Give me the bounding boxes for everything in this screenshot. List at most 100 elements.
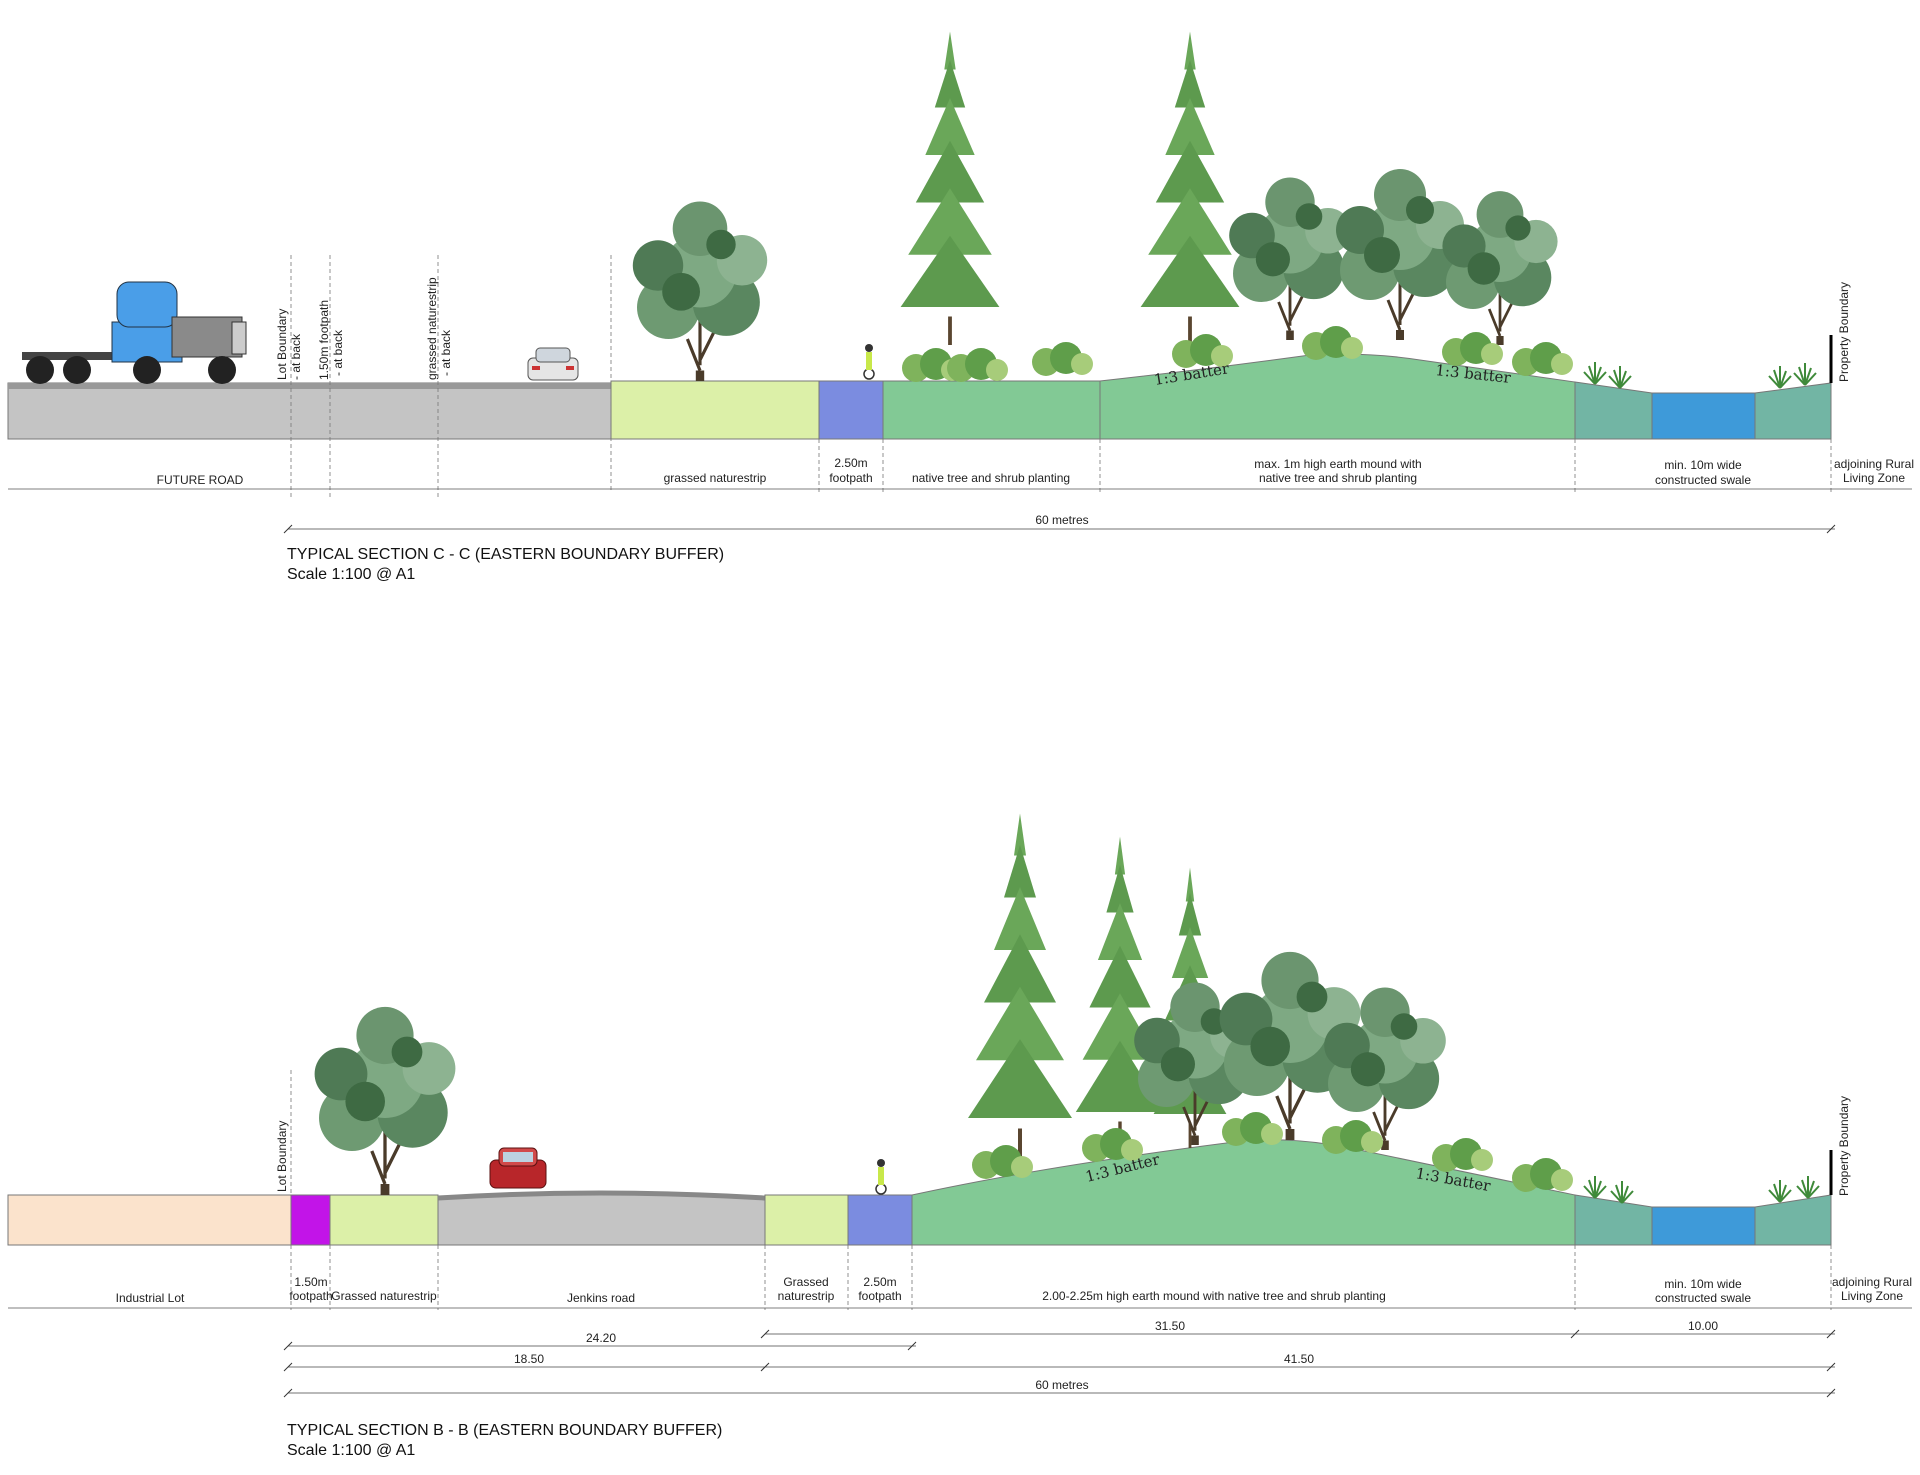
zone-footpath: footpath bbox=[858, 1289, 901, 1303]
dimension-tick bbox=[760, 1329, 770, 1339]
dimension-tick bbox=[1826, 1388, 1836, 1398]
grass-tuft bbox=[1608, 365, 1632, 389]
zone-adjoining-line-2: Living Zone bbox=[1843, 471, 1905, 485]
footpath-small-strip bbox=[290, 1194, 331, 1246]
label-lot-boundary-sub: - at back bbox=[289, 333, 303, 380]
naturestrip-strip bbox=[764, 1194, 849, 1246]
zone-naturestrip-line-2: naturestrip bbox=[778, 1289, 835, 1303]
zone-mound-line-1: max. 1m high earth mound with bbox=[1254, 457, 1421, 471]
grassed-naturestrip-strip bbox=[329, 1194, 439, 1246]
zone-industrial-lot: Industrial Lot bbox=[116, 1291, 185, 1305]
zone-adjoining-line-1: adjoining Rural bbox=[1832, 1275, 1912, 1289]
pine-tree-2 bbox=[1140, 31, 1240, 345]
section-c: Lot Boundary - at back 1.50m footpath - … bbox=[7, 31, 1914, 583]
zone-mound: 2.00-2.25m high earth mound with native … bbox=[1042, 1289, 1386, 1303]
grass-tuft bbox=[1768, 1179, 1792, 1203]
cyclist bbox=[863, 343, 875, 380]
earth-mound bbox=[1099, 353, 1576, 440]
industrial-lot-strip bbox=[7, 1194, 292, 1246]
street-tree bbox=[312, 1005, 458, 1197]
grass-tuft bbox=[1610, 1180, 1634, 1204]
zone-swale-line-1: min. 10m wide bbox=[1664, 1277, 1742, 1291]
pine-tree-1 bbox=[968, 813, 1072, 1160]
dimension-total-label: 60 metres bbox=[1035, 1378, 1088, 1392]
zone-adjoining-line-2: Living Zone bbox=[1841, 1289, 1903, 1303]
label-property-boundary: Property Boundary bbox=[1837, 282, 1851, 382]
zone-grassed-naturestrip: Grassed naturestrip bbox=[331, 1289, 437, 1303]
mound-tree-1 bbox=[1227, 176, 1353, 342]
label-lot-boundary: Lot Boundary bbox=[275, 1121, 289, 1192]
dimension-tick bbox=[283, 1341, 293, 1351]
label-naturestrip-back: grassed naturestrip bbox=[425, 277, 439, 380]
car bbox=[527, 347, 579, 381]
dimension-tick bbox=[1826, 1362, 1836, 1372]
dimension-24-20: 24.20 bbox=[586, 1331, 616, 1345]
swale-bank-right bbox=[1754, 1194, 1832, 1246]
dimension-tick bbox=[283, 1388, 293, 1398]
zone-jenkins-road: Jenkins road bbox=[567, 1291, 635, 1305]
section-c-title: TYPICAL SECTION C - C (EASTERN BOUNDARY … bbox=[287, 546, 724, 563]
shrub bbox=[1432, 1138, 1493, 1172]
zone-naturestrip-line-1: Grassed bbox=[783, 1275, 828, 1289]
dimension-tick bbox=[1570, 1329, 1580, 1339]
shrub bbox=[972, 1145, 1033, 1179]
shrub bbox=[1222, 1112, 1283, 1146]
dimension-41-50: 41.50 bbox=[1284, 1352, 1314, 1366]
zone-mound-line-2: native tree and shrub planting bbox=[1259, 471, 1417, 485]
road-top-edge bbox=[437, 1190, 766, 1201]
shrub bbox=[1302, 326, 1363, 360]
zone-swale-line-1: min. 10m wide bbox=[1664, 458, 1742, 472]
pine-tree-2 bbox=[1075, 836, 1165, 1150]
grass-tuft bbox=[1793, 362, 1817, 386]
label-naturestrip-back-sub: - at back bbox=[439, 329, 453, 376]
shrub bbox=[1512, 1158, 1573, 1192]
zone-footpath-small-width: 1.50m bbox=[294, 1275, 327, 1289]
cyclist bbox=[875, 1158, 887, 1195]
zone-grassed-naturestrip: grassed naturestrip bbox=[664, 471, 767, 485]
zone-adjoining-line-1: adjoining Rural bbox=[1834, 457, 1914, 471]
label-footpath-back: 1.50m footpath bbox=[317, 300, 331, 380]
dimension-31-50: 31.50 bbox=[1155, 1319, 1185, 1333]
swale-water bbox=[1651, 1206, 1756, 1246]
car bbox=[489, 1147, 547, 1189]
footpath-strip bbox=[847, 1194, 913, 1246]
section-b-scale: Scale 1:100 @ A1 bbox=[287, 1442, 415, 1459]
street-tree bbox=[631, 199, 769, 383]
zone-footpath-width: 2.50m bbox=[834, 456, 867, 470]
swale-bank-left bbox=[1574, 1194, 1653, 1246]
shrub bbox=[1032, 342, 1093, 376]
dimension-tick bbox=[760, 1362, 770, 1372]
zone-footpath-small: footpath bbox=[289, 1289, 332, 1303]
zone-swale-line-2: constructed swale bbox=[1655, 1291, 1751, 1305]
dimension-18-50: 18.50 bbox=[514, 1352, 544, 1366]
pine-tree-1 bbox=[900, 31, 1000, 345]
footpath-strip bbox=[818, 380, 884, 440]
truck bbox=[22, 281, 247, 384]
zone-footpath-width: 2.50m bbox=[863, 1275, 896, 1289]
grass-tuft bbox=[1583, 361, 1607, 385]
dimension-total-label: 60 metres bbox=[1035, 513, 1088, 527]
zone-future-road: FUTURE ROAD bbox=[157, 473, 244, 487]
future-road-surface bbox=[7, 382, 612, 440]
grass-tuft bbox=[1796, 1175, 1820, 1199]
section-c-scale: Scale 1:100 @ A1 bbox=[287, 566, 415, 583]
jenkins-road-surface bbox=[437, 1192, 766, 1246]
zone-native-planting: native tree and shrub planting bbox=[912, 471, 1070, 485]
section-b: Lot Boundary Property Boundary 1:3 batte… bbox=[7, 813, 1912, 1459]
dimension-tick bbox=[907, 1341, 917, 1351]
road-top-edge bbox=[8, 383, 611, 389]
grass-tuft bbox=[1583, 1175, 1607, 1199]
label-footpath-back-sub: - at back bbox=[331, 329, 345, 376]
dimension-10-00: 10.00 bbox=[1688, 1319, 1718, 1333]
grass-tuft bbox=[1768, 365, 1792, 389]
dimension-tick bbox=[1826, 1329, 1836, 1339]
shrub bbox=[947, 348, 1008, 382]
planting-strip bbox=[882, 380, 1101, 440]
zone-footpath: footpath bbox=[829, 471, 872, 485]
swale-bank-left bbox=[1574, 381, 1653, 440]
label-property-boundary: Property Boundary bbox=[1837, 1096, 1851, 1196]
swale-bank-right bbox=[1754, 382, 1832, 440]
zone-swale-line-2: constructed swale bbox=[1655, 473, 1751, 487]
label-lot-boundary: Lot Boundary bbox=[275, 309, 289, 380]
